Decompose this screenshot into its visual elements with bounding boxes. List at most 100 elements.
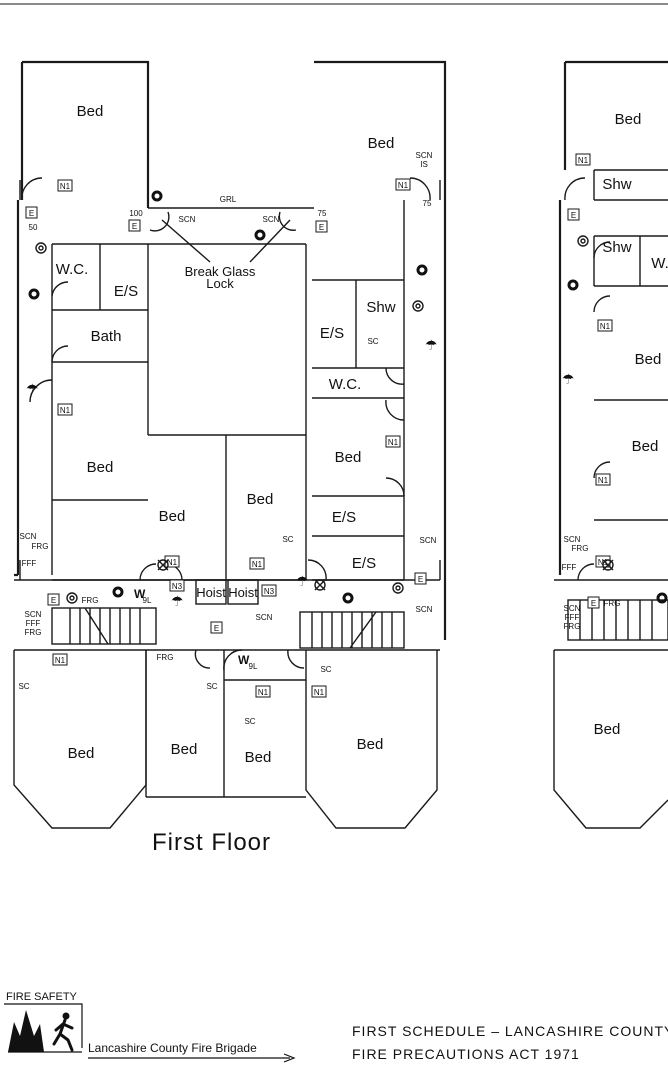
frg-label-7: FRG [604, 599, 621, 608]
svg-text:N1: N1 [600, 322, 611, 331]
scn-label-4: SCN [20, 532, 37, 541]
break-glass-label: Break Glass [185, 264, 256, 279]
n1-marker: N1 [57, 403, 73, 416]
scn-label-2: SCN [263, 215, 280, 224]
room-shw-2: Shw [602, 176, 631, 193]
smoke-detector-icon [35, 242, 47, 254]
svg-text:E: E [29, 209, 34, 218]
frg-label-4: FRG [157, 653, 174, 662]
room-bed-10: Bed [357, 736, 384, 753]
fff-label-2: FFF [26, 619, 41, 628]
room-bed-8: Bed [171, 741, 198, 758]
room-w-cut: W. [651, 255, 668, 272]
num-75b: 75 [423, 199, 432, 208]
room-hoist-1: Hoist [196, 585, 226, 600]
e-marker: E [210, 621, 223, 634]
n1-marker: N1 [395, 178, 411, 191]
schedule-line-1: FIRST SCHEDULE – LANCASHIRE COUNTY [352, 1023, 668, 1039]
logo-heading: FIRE SAFETY [6, 991, 78, 1003]
svg-text:N1: N1 [398, 181, 409, 190]
scn-label-8: SCN [416, 605, 433, 614]
room-bed-4: Bed [159, 508, 186, 525]
frg-label-3: FRG [25, 628, 42, 637]
scn-label-5: SCN [420, 536, 437, 545]
num-75a: 75 [318, 209, 327, 218]
frg-label-5: FRG [572, 544, 589, 553]
room-shw-3: Shw [602, 239, 631, 256]
svg-text:N1: N1 [55, 656, 66, 665]
scn-label-7: SCN [256, 613, 273, 622]
room-bed-11: Bed [615, 111, 642, 128]
room-bed-7: Bed [68, 745, 95, 762]
room-es-4: E/S [352, 555, 376, 572]
call-point-icon [157, 559, 169, 571]
symbol-boxes: N1 N1 N1 N1 N1 N1 N1 N1 N1 N3 N3 N1 N1 N… [25, 153, 613, 698]
n1-marker: N1 [164, 555, 180, 568]
sc-label-6: SC [18, 682, 29, 691]
lock-label: Lock [206, 276, 234, 291]
room-es-3: E/S [332, 509, 356, 526]
schedule-line-2: FIRE PRECAUTIONS ACT 1971 [352, 1046, 580, 1062]
scn-label-6: SCN [25, 610, 42, 619]
n3-marker: N3 [261, 584, 277, 597]
e-marker: E [47, 593, 60, 606]
smoke-detector-icon [412, 300, 424, 312]
n1-marker: N1 [385, 435, 401, 448]
room-hoist-2: Hoist [228, 585, 258, 600]
svg-text:N1: N1 [60, 182, 71, 191]
fff-label-3: FFF [562, 563, 577, 572]
stair-right [299, 611, 405, 649]
n1-marker: N1 [311, 685, 327, 698]
room-es-1: E/S [114, 283, 138, 300]
smoke-detector-icon [66, 592, 78, 604]
smoke-detector-icon [392, 582, 404, 594]
extinguisher-icon: W [134, 587, 146, 601]
extinguisher-icon: W [238, 653, 250, 667]
alarm-sounder-icon [151, 190, 163, 202]
emergency-light-icon: ☂ [26, 381, 39, 397]
room-bed-12: Bed [635, 351, 662, 368]
e-marker: E [315, 220, 328, 233]
e-marker: E [587, 596, 600, 609]
scn-label-3: SCN [416, 151, 433, 160]
smoke-detector-icon [577, 235, 589, 247]
scn-label-10: SCN [564, 604, 581, 613]
svg-text:N3: N3 [172, 582, 183, 591]
fff-label-4: FFF [565, 613, 580, 622]
room-bed-14: Bed [594, 721, 621, 738]
sc-label-3: SC [206, 682, 217, 691]
svg-text:E: E [214, 624, 219, 633]
n1-marker: N1 [575, 153, 591, 166]
room-bed-9: Bed [245, 749, 272, 766]
call-point-icon [314, 579, 326, 591]
fire-safety-logo: FIRE SAFETY Lancashire County Fire Briga… [4, 991, 296, 1063]
n3-marker: N3 [169, 579, 185, 592]
frg-label-1: FRG [32, 542, 49, 551]
svg-text:E: E [418, 575, 423, 584]
e-marker: E [567, 208, 580, 221]
frg-label-2: FRG [82, 596, 99, 605]
svg-text:E: E [132, 222, 137, 231]
n1-marker: N1 [52, 653, 68, 666]
n1-marker: N1 [255, 685, 271, 698]
running-man-icon [52, 1012, 74, 1052]
room-es-2: E/S [320, 325, 344, 342]
room-bath: Bath [91, 328, 122, 345]
sc-label-4: SC [320, 665, 331, 674]
alarm-sounder-icon [28, 288, 40, 300]
alarm-sounder-icon [254, 229, 266, 241]
n1-marker: N1 [595, 473, 611, 486]
emergency-light-icon: ☂ [425, 337, 438, 353]
svg-text:N1: N1 [598, 476, 609, 485]
brigade-name: Lancashire County Fire Brigade [88, 1041, 257, 1055]
alarm-sounder-icon [656, 592, 668, 604]
alarm-sounder-icon [342, 592, 354, 604]
svg-text:N1: N1 [167, 558, 178, 567]
svg-text:N1: N1 [388, 438, 399, 447]
scn-label-1: SCN [179, 215, 196, 224]
num-50: 50 [29, 223, 38, 232]
room-bed-6: Bed [335, 449, 362, 466]
room-bed-1: Bed [77, 103, 104, 120]
svg-text:E: E [571, 211, 576, 220]
